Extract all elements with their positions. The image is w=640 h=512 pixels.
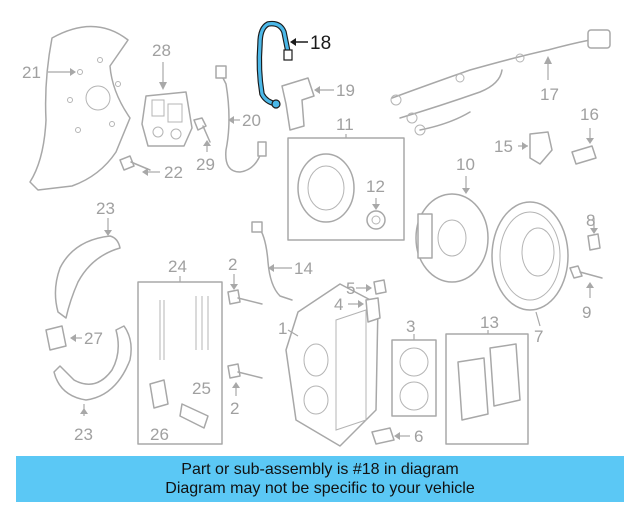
callout-20: 20 xyxy=(242,111,261,130)
part-5-bleeder-screw[interactable] xyxy=(356,279,387,295)
part-10-hub[interactable] xyxy=(415,176,489,283)
callout-21: 21 xyxy=(22,63,41,82)
part-16-bolt[interactable] xyxy=(571,128,597,165)
part-9-bolt[interactable] xyxy=(569,265,603,298)
part-7-rotor[interactable] xyxy=(491,201,569,327)
banner-line-2: Diagram may not be specific to your vehi… xyxy=(165,480,475,497)
callout-15: 15 xyxy=(494,137,513,156)
part-17-wear-sensor-harness[interactable] xyxy=(390,29,611,136)
callout-26: 26 xyxy=(150,425,169,444)
callout-17: 17 xyxy=(540,85,559,104)
info-banner: Part or sub-assembly is #18 in diagram D… xyxy=(16,456,624,502)
callout-2-upper: 2 xyxy=(228,255,237,274)
callout-4: 4 xyxy=(334,295,343,314)
callout-1: 1 xyxy=(278,319,287,338)
part-22-bolt[interactable] xyxy=(119,155,160,176)
part-27-adjuster[interactable] xyxy=(45,325,82,351)
part-28-parking-brake-mechanism[interactable] xyxy=(141,62,193,147)
part-2-bolt-upper[interactable] xyxy=(227,274,263,305)
part-14-wear-sensor[interactable] xyxy=(251,221,293,301)
callout-13: 13 xyxy=(480,313,499,332)
part-13-pad-set[interactable] xyxy=(445,330,529,445)
callout-2-lower: 2 xyxy=(230,399,239,418)
callout-29: 29 xyxy=(196,155,215,174)
part-23-brake-shoe-lower[interactable] xyxy=(53,325,132,416)
callout-6: 6 xyxy=(414,427,423,446)
callout-7: 7 xyxy=(534,327,543,346)
callout-12: 12 xyxy=(366,177,385,196)
callout-27: 27 xyxy=(84,329,103,348)
callout-14: 14 xyxy=(294,259,313,278)
part-23-brake-shoe-upper[interactable] xyxy=(54,218,121,319)
part-11-piston-kit[interactable] xyxy=(287,134,405,241)
part-19-bracket[interactable] xyxy=(281,77,334,131)
part-21-dust-shield[interactable] xyxy=(29,25,131,191)
part-4-bleeder-cap[interactable] xyxy=(348,297,381,323)
callout-3: 3 xyxy=(406,317,415,336)
part-20-brake-hose[interactable] xyxy=(215,65,267,173)
callout-19: 19 xyxy=(336,81,355,100)
callout-10: 10 xyxy=(456,155,475,174)
banner-line-1: Part or sub-assembly is #18 in diagram xyxy=(181,461,459,478)
callout-22: 22 xyxy=(164,163,183,182)
callout-16: 16 xyxy=(580,105,599,124)
part-2-bolt-lower[interactable] xyxy=(227,363,263,396)
part-6-clip[interactable] xyxy=(371,427,410,445)
part-18-brake-line[interactable] xyxy=(256,20,308,109)
callout-28: 28 xyxy=(152,41,171,60)
part-24-hardware-kit[interactable] xyxy=(137,276,223,445)
callout-18: 18 xyxy=(310,33,331,54)
part-8-bolt[interactable] xyxy=(587,218,601,251)
callout-25: 25 xyxy=(192,379,211,398)
callout-23-lower: 23 xyxy=(74,425,93,444)
part-1-caliper[interactable] xyxy=(285,283,379,447)
callout-23-upper: 23 xyxy=(96,199,115,218)
callout-9: 9 xyxy=(582,303,591,322)
part-12-seal[interactable] xyxy=(366,198,386,230)
callout-5: 5 xyxy=(346,279,355,298)
callout-24: 24 xyxy=(168,257,187,276)
part-29-bolt[interactable] xyxy=(193,117,211,152)
part-15-speed-sensor[interactable] xyxy=(518,131,553,165)
callout-8: 8 xyxy=(586,211,595,230)
callout-11: 11 xyxy=(336,115,354,134)
part-3-seal-kit[interactable] xyxy=(391,334,437,417)
